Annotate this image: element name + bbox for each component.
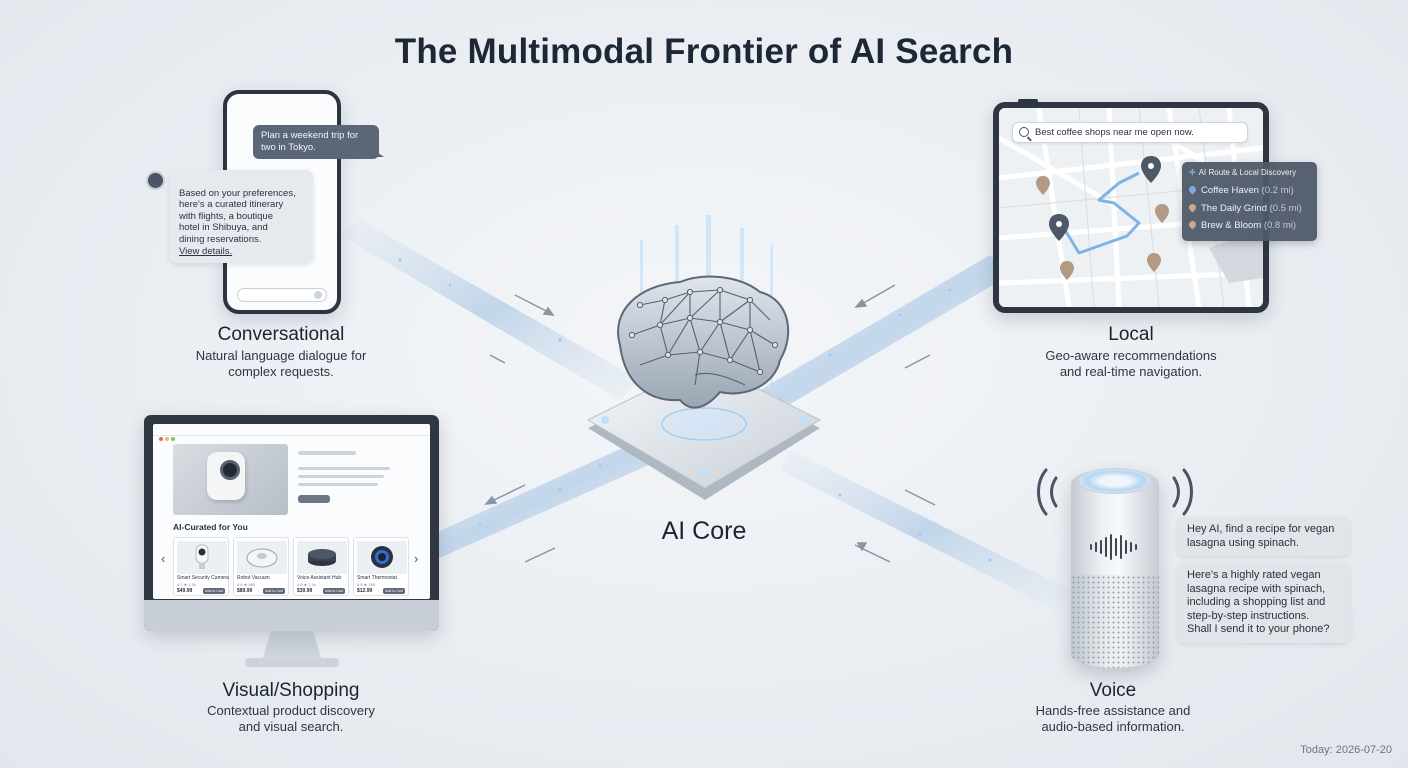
conversational-title: Conversational: [217, 324, 345, 345]
sound-wave-icon: [1037, 468, 1193, 516]
map-search-input[interactable]: Best coffee shops near me open now.: [1012, 122, 1248, 143]
voice-user-message: Hey AI, find a recipe for vegan lasagna …: [1177, 517, 1350, 557]
route-discovery-panel: ✛AI Route & Local Discovery Coffee Haven…: [1182, 162, 1317, 241]
brain-icon: [617, 275, 790, 409]
waveform-icon: [1090, 534, 1137, 560]
text-placeholder: [298, 475, 384, 478]
ai-curated-heading: AI-Curated for You: [173, 522, 248, 532]
voice-description: Hands-free assistance and audio-based in…: [1035, 703, 1191, 734]
product-card[interactable]: Voice Assistant Hub 4.8 ★ 2.1k $39.99 Ad…: [293, 537, 349, 596]
route-panel-title: AI Route & Local Discovery: [1198, 168, 1297, 177]
search-icon: [1019, 127, 1029, 137]
product-card[interactable]: Robot Vacuum 4.6 ★ 980 $89.99 Add to Car…: [233, 537, 289, 596]
conversational-ai-message: Based on your preferences, here's a cura…: [170, 170, 313, 264]
camera-lens: [220, 460, 240, 480]
speaker-light-ring: [1078, 468, 1152, 494]
text-placeholder: [298, 467, 390, 470]
place-item[interactable]: Coffee Haven (0.2 mi): [1187, 182, 1310, 200]
beam-visual: [420, 440, 660, 560]
location-pin-icon: [1187, 202, 1198, 212]
security-camera-icon: [195, 544, 209, 569]
beam-conversational: [340, 220, 640, 400]
place-item[interactable]: Brew & Bloom (0.8 mi): [1187, 217, 1310, 235]
flow-arrows: [484, 284, 936, 563]
text-placeholder: [298, 483, 378, 486]
speaker-grille: [1071, 575, 1159, 668]
chevron-left-icon[interactable]: ‹: [161, 551, 166, 566]
add-to-cart-button[interactable]: Add to Cart: [203, 588, 225, 594]
place-item[interactable]: The Daily Grind (0.5 mi): [1187, 200, 1310, 218]
voice-title: Voice: [1089, 680, 1137, 701]
visual-shopping-description: Contextual product discovery and visual …: [207, 703, 375, 734]
page-title: The Multimodal Frontier of AI Search: [394, 32, 1014, 71]
location-pin-icon: [1187, 219, 1198, 230]
product-card[interactable]: Smart Thermostat 4.5 ★ 760 $12.99 Add to…: [353, 537, 409, 596]
add-to-cart-button[interactable]: Add to Cart: [383, 588, 405, 594]
plus-icon: ✛: [1189, 168, 1196, 177]
phone-message-input[interactable]: [237, 288, 327, 302]
map-pin-icon[interactable]: [1049, 156, 1161, 241]
smart-hub-icon: [308, 549, 336, 566]
voice-ai-message: Here's a highly rated vegan lasagna reci…: [1177, 563, 1350, 643]
add-to-cart-button[interactable]: Add to Cart: [263, 588, 285, 594]
conversational-user-message: Plan a weekend trip for two in Tokyo.: [253, 125, 384, 159]
beam-voice: [780, 450, 1070, 612]
product-card[interactable]: Smart Security Camera 4.7 ★ 1.2k $49.99 …: [173, 537, 229, 596]
monitor-base: [245, 658, 339, 667]
ai-avatar-icon: [146, 171, 165, 190]
monitor-stand: [262, 631, 322, 661]
map-search-query: Best coffee shops near me open now.: [1035, 127, 1194, 138]
send-icon[interactable]: [314, 291, 322, 299]
add-to-cart-button[interactable]: Add to Cart: [323, 588, 345, 594]
ai-message-text: Based on your preferences, here's a cura…: [179, 187, 296, 245]
thermostat-icon: [371, 546, 393, 568]
tablet-button: [1018, 99, 1038, 103]
monitor-chin: [144, 600, 439, 631]
light-particles: [398, 258, 992, 562]
coffee-pin-icon[interactable]: [1036, 176, 1169, 280]
beam-local: [760, 255, 1010, 410]
ai-core-label: AI Core: [661, 517, 747, 545]
local-description: Geo-aware recommendations and real-time …: [1045, 348, 1217, 379]
chevron-right-icon[interactable]: ›: [414, 551, 419, 566]
local-title: Local: [1108, 324, 1154, 345]
placeholder-button[interactable]: [298, 495, 330, 503]
core-platform: [586, 361, 822, 500]
today-date: Today: 2026-07-20: [1300, 744, 1392, 756]
text-placeholder: [298, 451, 356, 455]
robot-vacuum-icon: [246, 548, 278, 568]
location-pin-icon: [1187, 184, 1198, 195]
view-details-link[interactable]: View details.: [179, 245, 233, 257]
window-controls: [159, 428, 177, 446]
conversational-description: Natural language dialogue for complex re…: [195, 348, 367, 379]
visual-shopping-title: Visual/Shopping: [222, 680, 360, 701]
